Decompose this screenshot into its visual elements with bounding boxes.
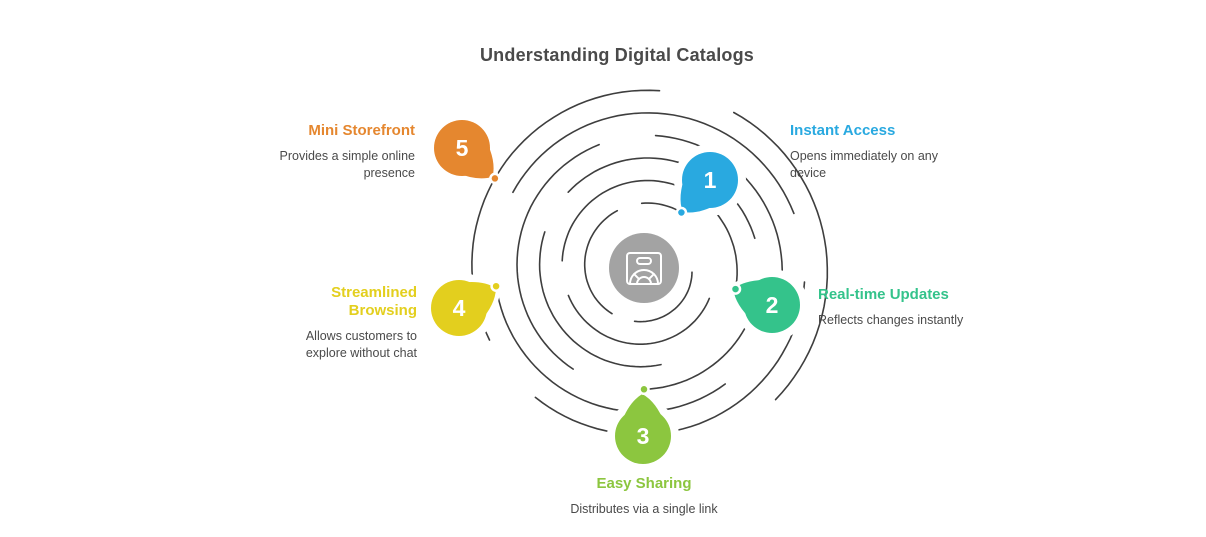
item-description: Opens immediately on any device — [790, 149, 938, 180]
item-title: Streamlined Browsing — [331, 284, 417, 319]
bubble-circle — [682, 152, 738, 208]
item-title: Instant Access — [790, 122, 896, 139]
item-description: Distributes via a single link — [570, 502, 718, 516]
label-mini-storefront: Mini Storefront Provides a simple online… — [240, 122, 416, 182]
step-bubble-1: 1 — [674, 144, 746, 217]
spiral-arcs — [471, 89, 829, 436]
bubble-circle — [431, 280, 487, 336]
step-bubble-4: 4 — [423, 272, 501, 344]
catalog-bag-gauge-icon — [626, 252, 662, 285]
center-circle — [609, 233, 679, 303]
step-number-3: 3 — [637, 423, 650, 449]
item-description: Allows customers to explore without chat — [305, 329, 417, 360]
label-real-time-updates: Real-time Updates Reflects changes insta… — [818, 286, 1018, 329]
step-number-1: 1 — [704, 167, 717, 193]
label-instant-access: Instant Access Opens immediately on any … — [790, 122, 975, 182]
spiral-dot-1 — [675, 206, 688, 219]
item-description: Reflects changes instantly — [818, 313, 964, 327]
label-streamlined-browsing: Streamlined Browsing Allows customers to… — [267, 284, 417, 362]
item-description: Provides a simple online presence — [279, 149, 416, 180]
label-easy-sharing: Easy Sharing Distributes via a single li… — [494, 475, 794, 518]
step-bubble-3: 3 — [607, 389, 679, 472]
center-hub — [609, 233, 679, 303]
spiral-dot-2 — [729, 283, 742, 295]
spiral-dot-4 — [490, 280, 502, 292]
spiral-dot-5 — [489, 172, 501, 185]
step-number-5: 5 — [456, 135, 469, 161]
item-title: Easy Sharing — [596, 475, 692, 492]
step-number-2: 2 — [766, 292, 779, 318]
bubble-circle — [615, 408, 671, 464]
spiral-dot-3 — [638, 383, 650, 396]
bubble-circle — [744, 277, 800, 333]
page-title: Understanding Digital Catalogs — [479, 45, 755, 66]
item-title: Mini Storefront — [308, 122, 415, 139]
step-number-4: 4 — [453, 295, 466, 321]
item-title: Real-time Updates — [818, 286, 949, 303]
bubble-circle — [434, 120, 490, 176]
